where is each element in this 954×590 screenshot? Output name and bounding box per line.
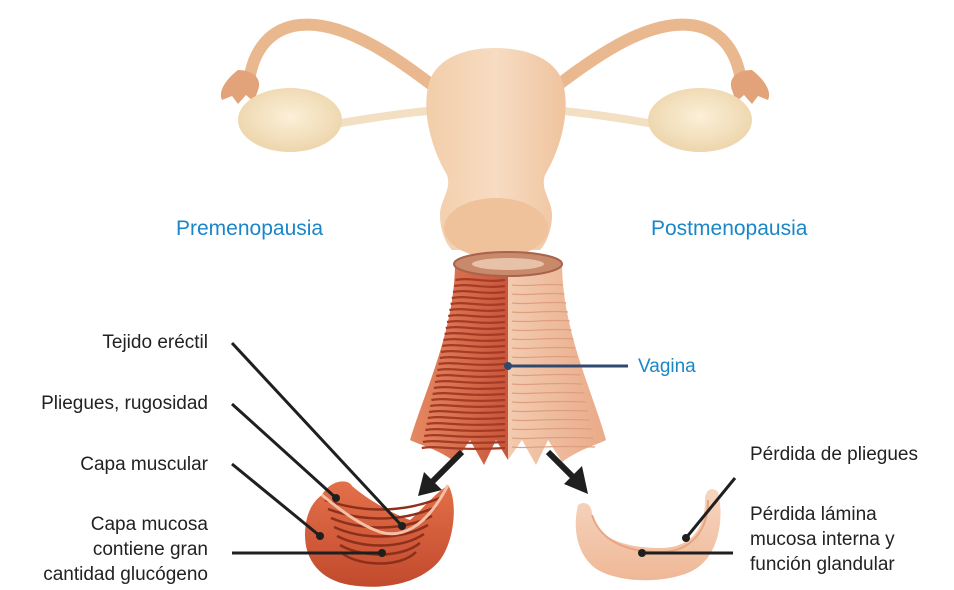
label-capa-mucosa-line1: Capa mucosa: [43, 512, 208, 537]
vagina-right-half: [508, 262, 606, 465]
left-fallopian-tube: [250, 25, 445, 95]
label-perdida-lamina-line1: Pérdida lámina: [750, 502, 895, 527]
label-pliegues: Pliegues, rugosidad: [41, 391, 208, 416]
dot-pliegues: [332, 494, 340, 502]
dot-capa-muscular: [316, 532, 324, 540]
dot-capa-mucosa: [378, 549, 386, 557]
title-postmenopausia: Postmenopausia: [651, 216, 807, 241]
dot-tejido-erectil: [398, 522, 406, 530]
vagina-opening-inner: [472, 258, 544, 270]
label-capa-mucosa-line2: contiene gran: [43, 537, 208, 562]
arrow-to-premenopause: [418, 452, 462, 496]
right-fallopian-tube: [545, 25, 740, 95]
label-capa-mucosa: Capa mucosa contiene gran cantidad glucó…: [43, 512, 208, 587]
left-ovarian-ligament: [330, 110, 440, 125]
label-capa-muscular: Capa muscular: [80, 452, 208, 477]
label-perdida-lamina-line3: función glandular: [750, 552, 895, 577]
leader-tejido-erectil: [232, 343, 402, 526]
label-perdida-lamina: Pérdida lámina mucosa interna y función …: [750, 502, 895, 577]
label-capa-mucosa-line3: cantidad glucógeno: [43, 562, 208, 587]
label-perdida-lamina-line2: mucosa interna y: [750, 527, 895, 552]
premenopause-section: [305, 481, 454, 586]
label-perdida-pliegues: Pérdida de pliegues: [750, 442, 918, 467]
right-ovary: [648, 88, 752, 152]
title-premenopausia: Premenopausia: [176, 216, 323, 241]
leader-pliegues: [232, 404, 336, 498]
cervix: [444, 198, 548, 258]
right-ovarian-ligament: [550, 110, 660, 125]
left-ovary: [238, 88, 342, 152]
label-vagina: Vagina: [638, 354, 696, 379]
dot-vagina: [504, 362, 512, 370]
label-tejido-erectil: Tejido eréctil: [102, 330, 208, 355]
arrow-to-postmenopause: [548, 452, 588, 494]
leader-capa-muscular: [232, 464, 320, 536]
dot-perdida-pliegues: [682, 534, 690, 542]
dot-perdida-lamina: [638, 549, 646, 557]
